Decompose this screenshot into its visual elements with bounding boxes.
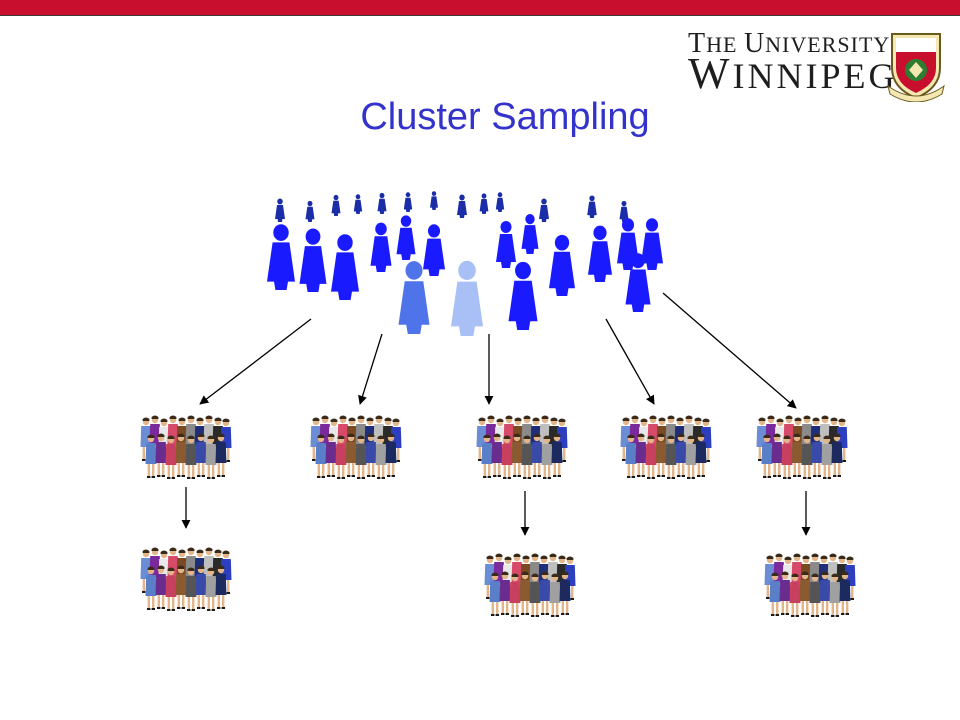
arrow-to-cluster-5 [662,292,797,409]
cluster-1-icon [138,406,232,484]
clusters-row [138,406,848,484]
population-to-cluster-arrows [199,292,797,409]
arrow-to-cluster-2 [358,333,383,405]
cluster-3-icon [474,406,568,484]
cluster-2-icon [308,406,402,484]
samples-row [138,538,856,622]
cluster-to-sample-arrows [181,487,811,536]
cluster-5-icon [754,406,848,484]
sample-cluster-3-icon [482,544,576,622]
cluster-4-icon [618,406,712,484]
sample-cluster-1-icon [138,538,232,616]
sample-cluster-5-icon [762,544,856,622]
arrow-to-cluster-1 [199,318,312,405]
top-accent-bar [0,0,960,16]
slide-title: Cluster Sampling [360,96,650,138]
arrow-to-cluster-4 [605,318,655,405]
university-logo: THE UNIVERSITY OF WINNIPEG [688,26,958,102]
university-crest-icon [887,33,945,102]
population-crowd-icon [267,191,663,336]
university-name-line2: WINNIPEG [688,49,898,98]
